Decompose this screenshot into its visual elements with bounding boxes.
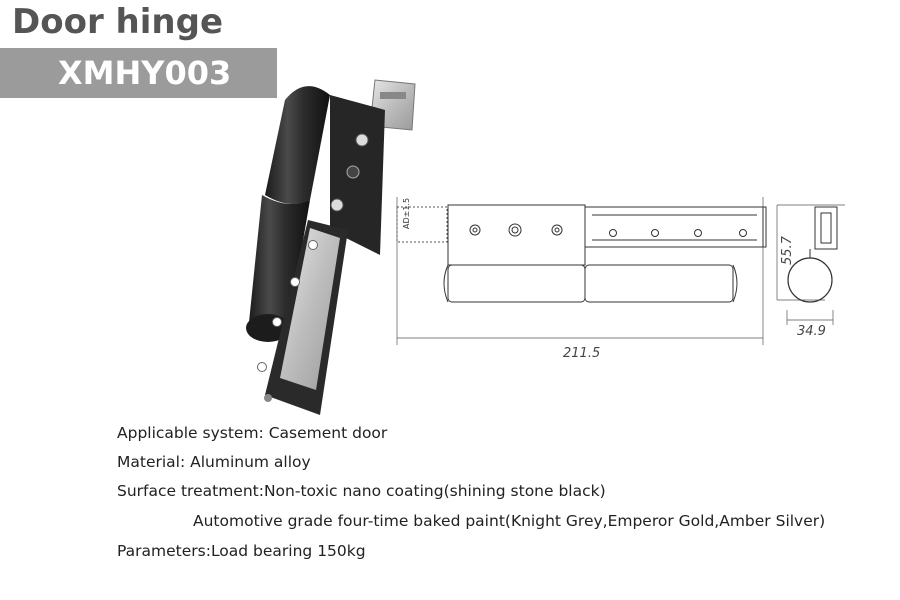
dimension-width: 34.9 (797, 324, 826, 339)
spec-surface-treatment-alt: Automotive grade four-time baked paint(K… (193, 512, 826, 530)
spec-material: Material: Aluminum alloy (117, 453, 311, 471)
hinge-product-image (246, 79, 416, 415)
dimension-height: 55.7 (780, 235, 795, 265)
model-banner: XMHY003 (0, 48, 277, 98)
spec-applicable-system: Applicable system: Casement door (117, 424, 388, 442)
spec-parameters: Parameters:Load bearing 150kg (117, 542, 366, 560)
spec-surface-treatment: Surface treatment:Non-toxic nano coating… (117, 482, 606, 500)
technical-drawing: AD±1.5 211.5 55.7 34.9 (396, 197, 845, 361)
plate-label: AD±1.5 (402, 198, 411, 229)
model-number: XMHY003 (58, 54, 232, 92)
dimension-length: 211.5 (563, 346, 600, 361)
page-title: Door hinge (12, 2, 224, 42)
